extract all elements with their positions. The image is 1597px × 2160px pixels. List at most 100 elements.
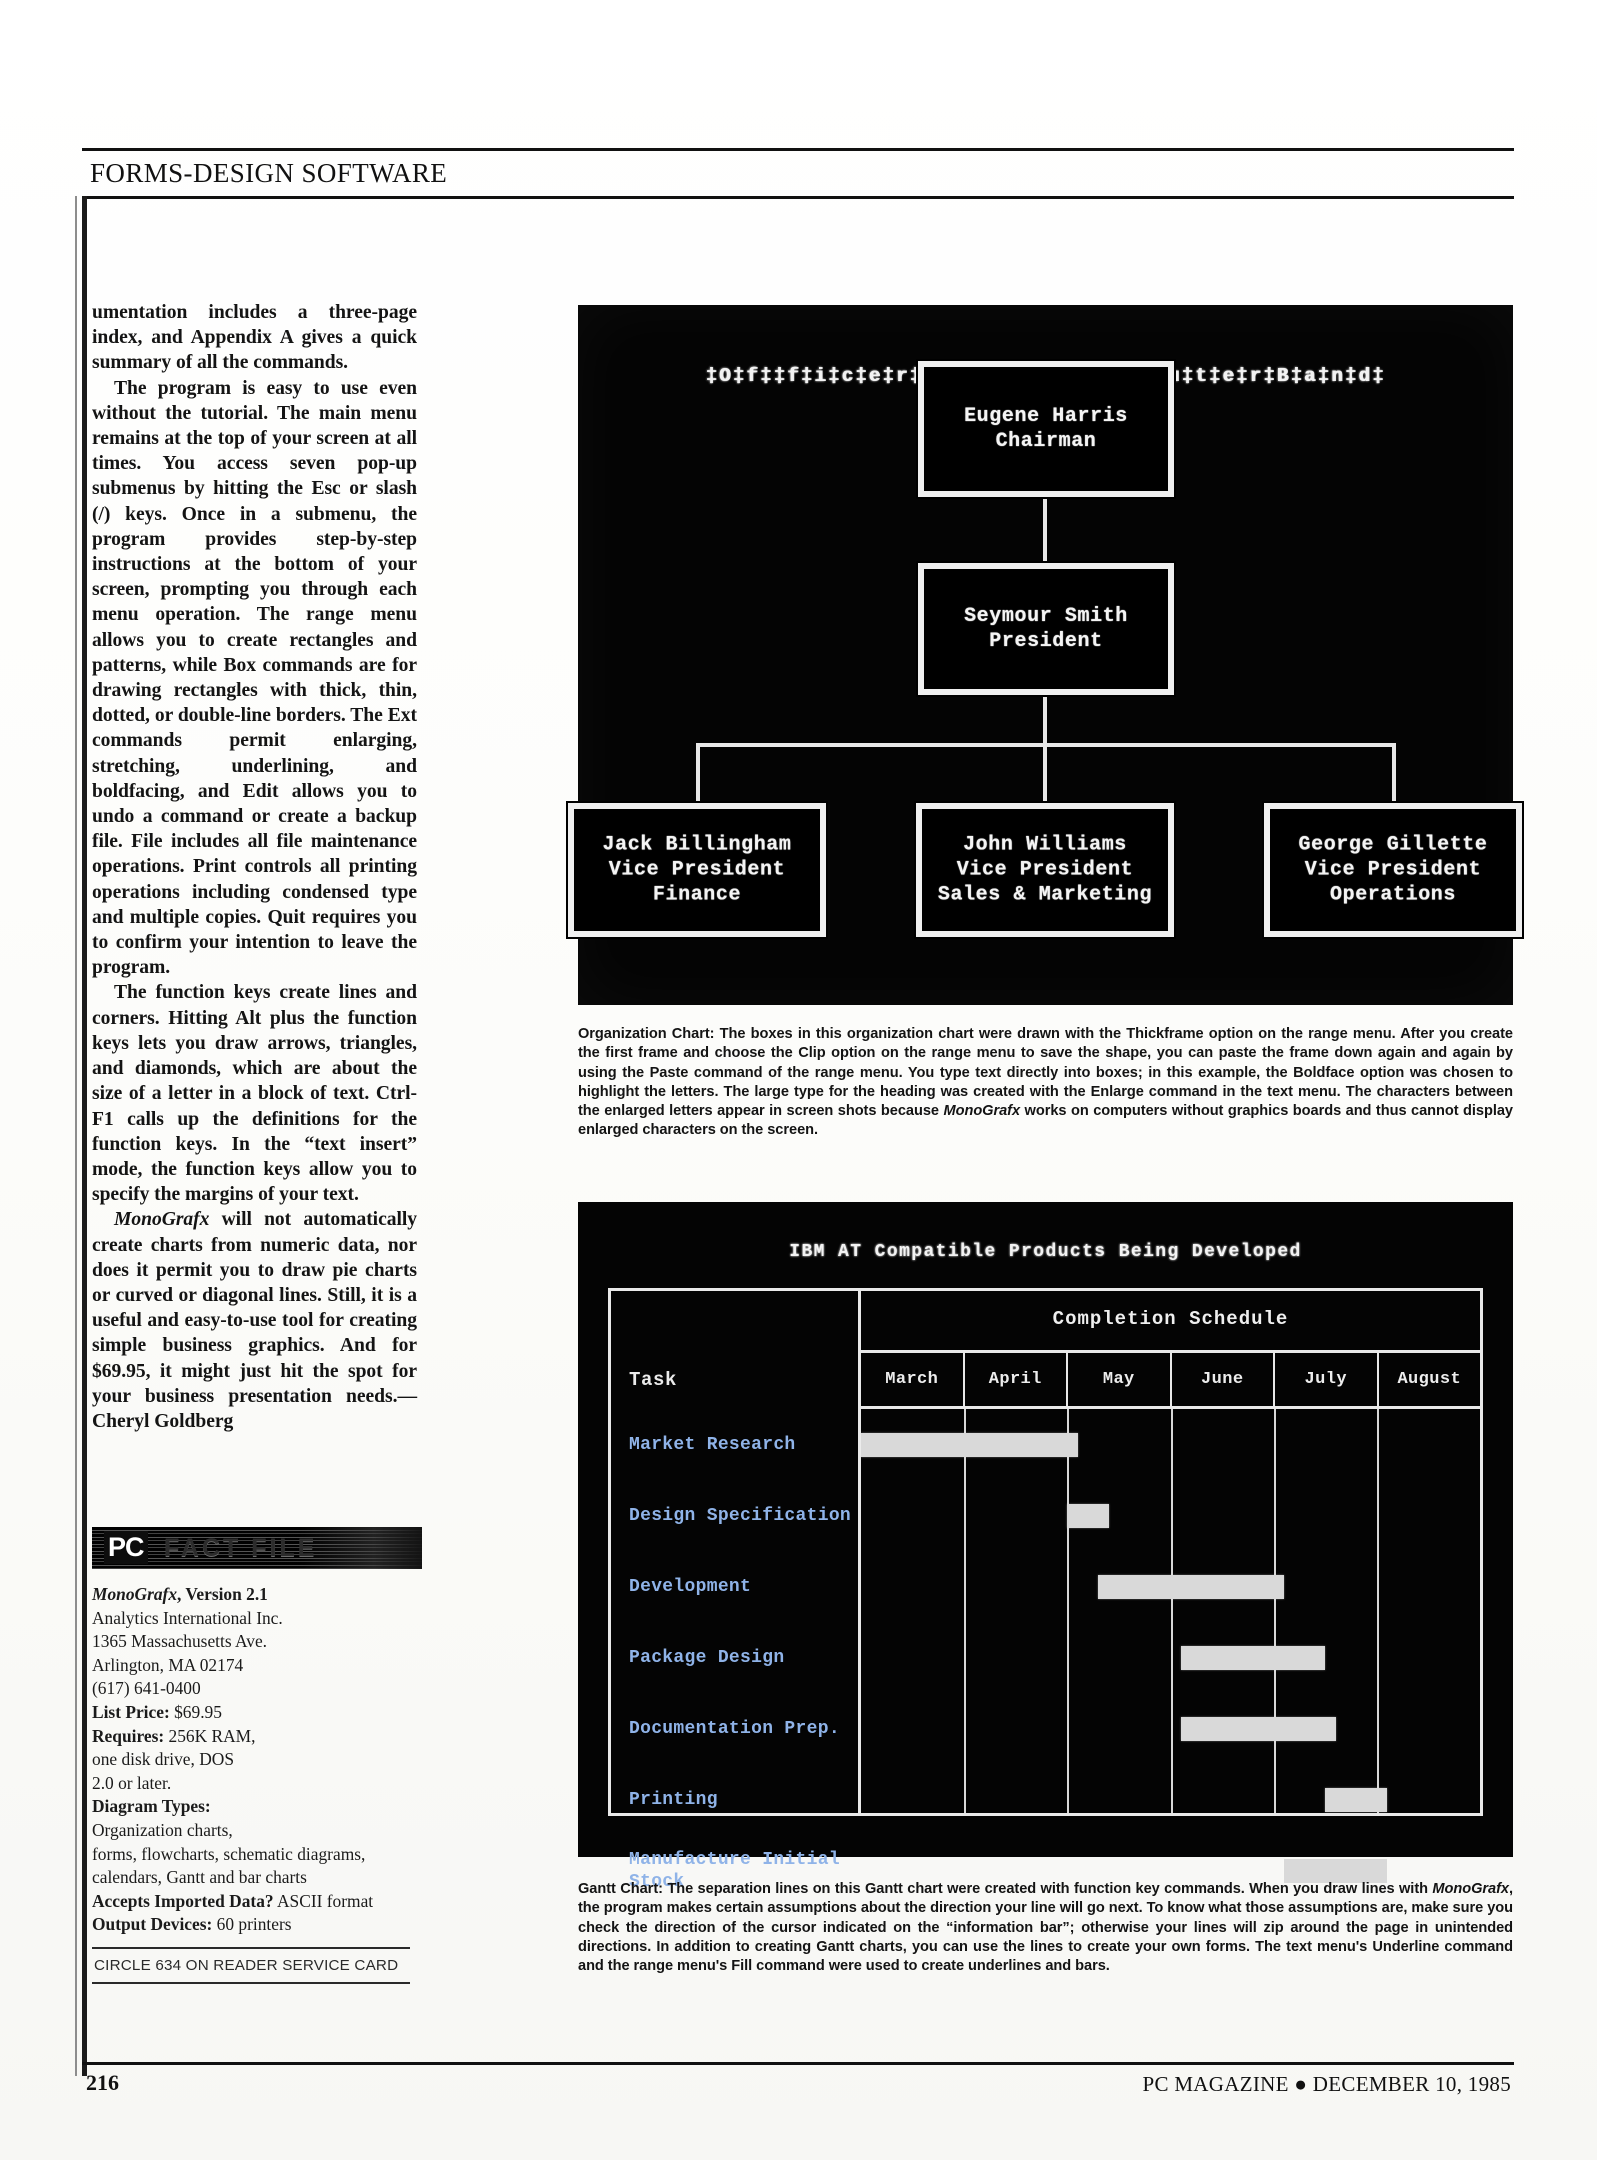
gantt-chart-screenshot: IBM AT Compatible Products Being Develop… [578, 1202, 1513, 1892]
gantt-month-march: March [861, 1353, 965, 1406]
fact-diagram-types-line2: forms, flowcharts, schematic diagrams, [92, 1843, 366, 1864]
gantt-month-may: May [1068, 1353, 1172, 1406]
gantt-task-header: Task [629, 1369, 678, 1391]
org-box-chairman-title: Chairman [995, 430, 1097, 453]
header-rule-bottom [82, 196, 1514, 199]
gantt-schedule-header: Completion Schedule [861, 1291, 1480, 1353]
org-box-sales-title: Vice President [956, 858, 1134, 882]
connector-chairman-president [1043, 497, 1047, 563]
fact-city: Arlington, MA 02174 [92, 1654, 244, 1675]
left-frame-rule [82, 196, 87, 2076]
article-paragraph-1: umentation includes a three-page index, … [92, 302, 417, 374]
fact-imported: Accepts Imported Data? ASCII format [92, 1890, 422, 1914]
gantt-task-label: Package Design [629, 1647, 785, 1668]
fact-file-rule-top [92, 1946, 410, 1949]
fact-output: Output Devices: 60 printers [92, 1913, 422, 1937]
fact-diagram-types-line1: Organization charts, [92, 1819, 233, 1840]
gantt-month-july: July [1275, 1353, 1379, 1406]
org-box-president-name: Seymour Smith [964, 605, 1128, 628]
gantt-chart-caption: Gantt Chart: The separation lines on thi… [578, 1881, 1513, 1975]
gantt-task-label: Development [629, 1576, 752, 1597]
fact-output-value: 60 printers [216, 1914, 292, 1935]
fact-file-rule-bottom [92, 1981, 410, 1984]
fact-street: 1365 Massachusetts Ave. [92, 1631, 268, 1652]
fact-phone: (617) 641-0400 [92, 1678, 201, 1699]
gantt-bar [1283, 1858, 1388, 1883]
banner-pc-logo: PC [104, 1531, 148, 1564]
article-author-credit: —Cheryl Goldberg [92, 1385, 417, 1432]
gantt-bar [1098, 1574, 1284, 1599]
fact-requires-line3: 2.0 or later. [92, 1772, 172, 1793]
org-box-finance-sub: Finance [652, 883, 742, 907]
org-box-sales-name: John Williams [963, 833, 1127, 857]
fact-list-price-value: $69.95 [174, 1701, 222, 1722]
fact-imported-value: ASCII format [277, 1890, 374, 1911]
fact-list-price: List Price: $69.95 [92, 1701, 422, 1725]
article-paragraph-3: The function keys create lines and corne… [92, 982, 417, 1206]
gantt-gridline-5 [1376, 1409, 1379, 1813]
fact-requires-label: Requires: [92, 1725, 165, 1746]
org-box-finance-name: Jack Billingham [602, 833, 792, 857]
gantt-bar [861, 1432, 1078, 1457]
article-column: umentation includes a three-page index, … [92, 300, 417, 1434]
page-title: FORMS-DESIGN SOFTWARE [90, 158, 448, 188]
banner-fact-file-text: FACT FILE [164, 1534, 318, 1562]
org-box-operations-title: Vice President [1304, 858, 1482, 882]
fact-list-price-label: List Price: [92, 1701, 170, 1722]
fact-product-version: , Version 2.1 [177, 1584, 268, 1604]
fact-product-name: MonoGrafx [92, 1584, 178, 1604]
gantt-task-label: Market Research [629, 1434, 796, 1455]
fact-product: MonoGrafx, Version 2.1 [92, 1583, 422, 1607]
footer-publication: PC MAGAZINE ● DECEMBER 10, 1985 [1142, 2072, 1511, 2096]
article-paragraph-4: MonoGrafx will not automatically create … [92, 1209, 417, 1432]
org-box-finance-title: Vice President [608, 858, 786, 882]
gantt-task-label: Manufacture Initial Stock [629, 1849, 840, 1892]
org-box-operations-name: George Gillette [1298, 833, 1488, 857]
fact-imported-label: Accepts Imported Data? [92, 1890, 274, 1911]
caption-product-name: MonoGrafx [1432, 1881, 1509, 1897]
gantt-bar [1325, 1787, 1388, 1812]
org-box-president-title: President [989, 630, 1103, 653]
caption-label: Organization Chart: [578, 1026, 715, 1042]
gantt-task-label: Design Specification [629, 1505, 852, 1526]
gantt-month-august: August [1397, 1370, 1462, 1389]
caption-label: Gantt Chart: [578, 1881, 663, 1897]
fact-diagram-types-label: Diagram Types: [92, 1796, 211, 1817]
gantt-gridline-4 [1273, 1409, 1276, 1813]
connector-to-sales [1043, 743, 1047, 803]
fact-requires-line2: one disk drive, DOS [92, 1749, 235, 1770]
pc-fact-file: PC FACT FILE MonoGrafx, Version 2.1 Anal… [92, 1527, 422, 1984]
article-product-name: MonoGrafx [114, 1209, 210, 1231]
footer-rule [82, 2062, 1514, 2065]
org-box-sales-sub: Sales & Marketing [937, 883, 1153, 907]
gantt-task-label: Documentation Prep. [629, 1718, 840, 1739]
fact-diagram-types-line3: calendars, Gantt and bar charts [92, 1867, 307, 1888]
fact-file-banner: PC FACT FILE [92, 1527, 422, 1569]
fact-requires-value: 256K RAM, [168, 1725, 256, 1746]
article-paragraph-2: The program is easy to use even without … [92, 377, 417, 979]
gantt-grid-area [861, 1409, 1480, 1883]
fact-output-label: Output Devices: [92, 1914, 213, 1935]
connector-president-down [1043, 695, 1047, 745]
fact-file-list: MonoGrafx, Version 2.1 Analytics Interna… [92, 1583, 422, 1984]
gantt-gridline-1 [964, 1409, 967, 1813]
gantt-bar [1180, 1645, 1326, 1670]
gantt-task-label: Printing [629, 1789, 718, 1810]
reader-service-line: CIRCLE 634 ON READER SERVICE CARD [94, 1956, 399, 1974]
left-frame-hairline [75, 196, 77, 2076]
organization-chart-screenshot: ‡O‡f‡‡f‡i‡c‡e‡r‡s‡ ‡o‡f‡ ‡C‡o‡m‡p‡u‡t‡e‡… [566, 305, 1524, 1005]
